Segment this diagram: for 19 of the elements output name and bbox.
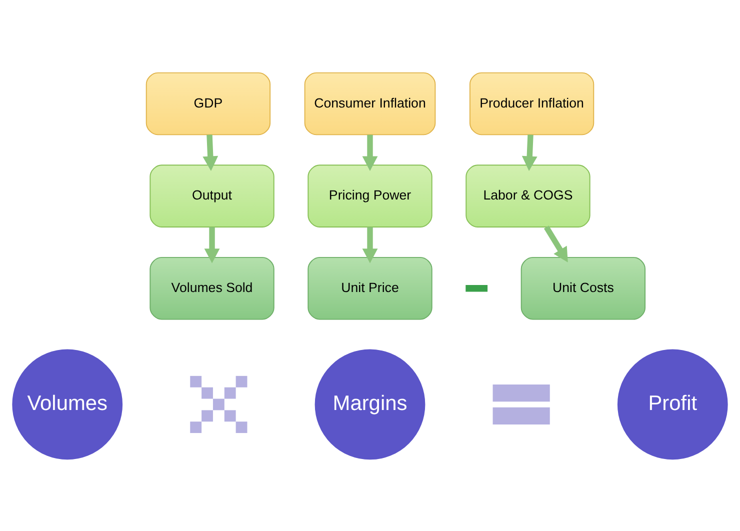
node-box: Unit Price (308, 256, 432, 320)
arrow (362, 226, 378, 263)
node-box: Labor & COGS (466, 164, 590, 227)
node-box: Unit Costs (520, 256, 646, 320)
node-box: Pricing Power (308, 164, 432, 227)
node-circle: Profit (617, 348, 728, 460)
node-box: Output (150, 164, 274, 227)
arrow (522, 134, 538, 170)
node-box: Producer Inflation (469, 72, 594, 135)
node-minus (466, 284, 488, 292)
node-box: Volumes Sold (150, 256, 274, 320)
node-circle: Margins (314, 348, 426, 460)
node-circle: Volumes (12, 348, 123, 460)
node-box: GDP (146, 72, 271, 135)
arrow (544, 225, 568, 262)
node-box: Consumer Inflation (304, 72, 436, 135)
arrow (202, 134, 218, 170)
arrow (204, 226, 220, 263)
arrow (362, 134, 378, 170)
